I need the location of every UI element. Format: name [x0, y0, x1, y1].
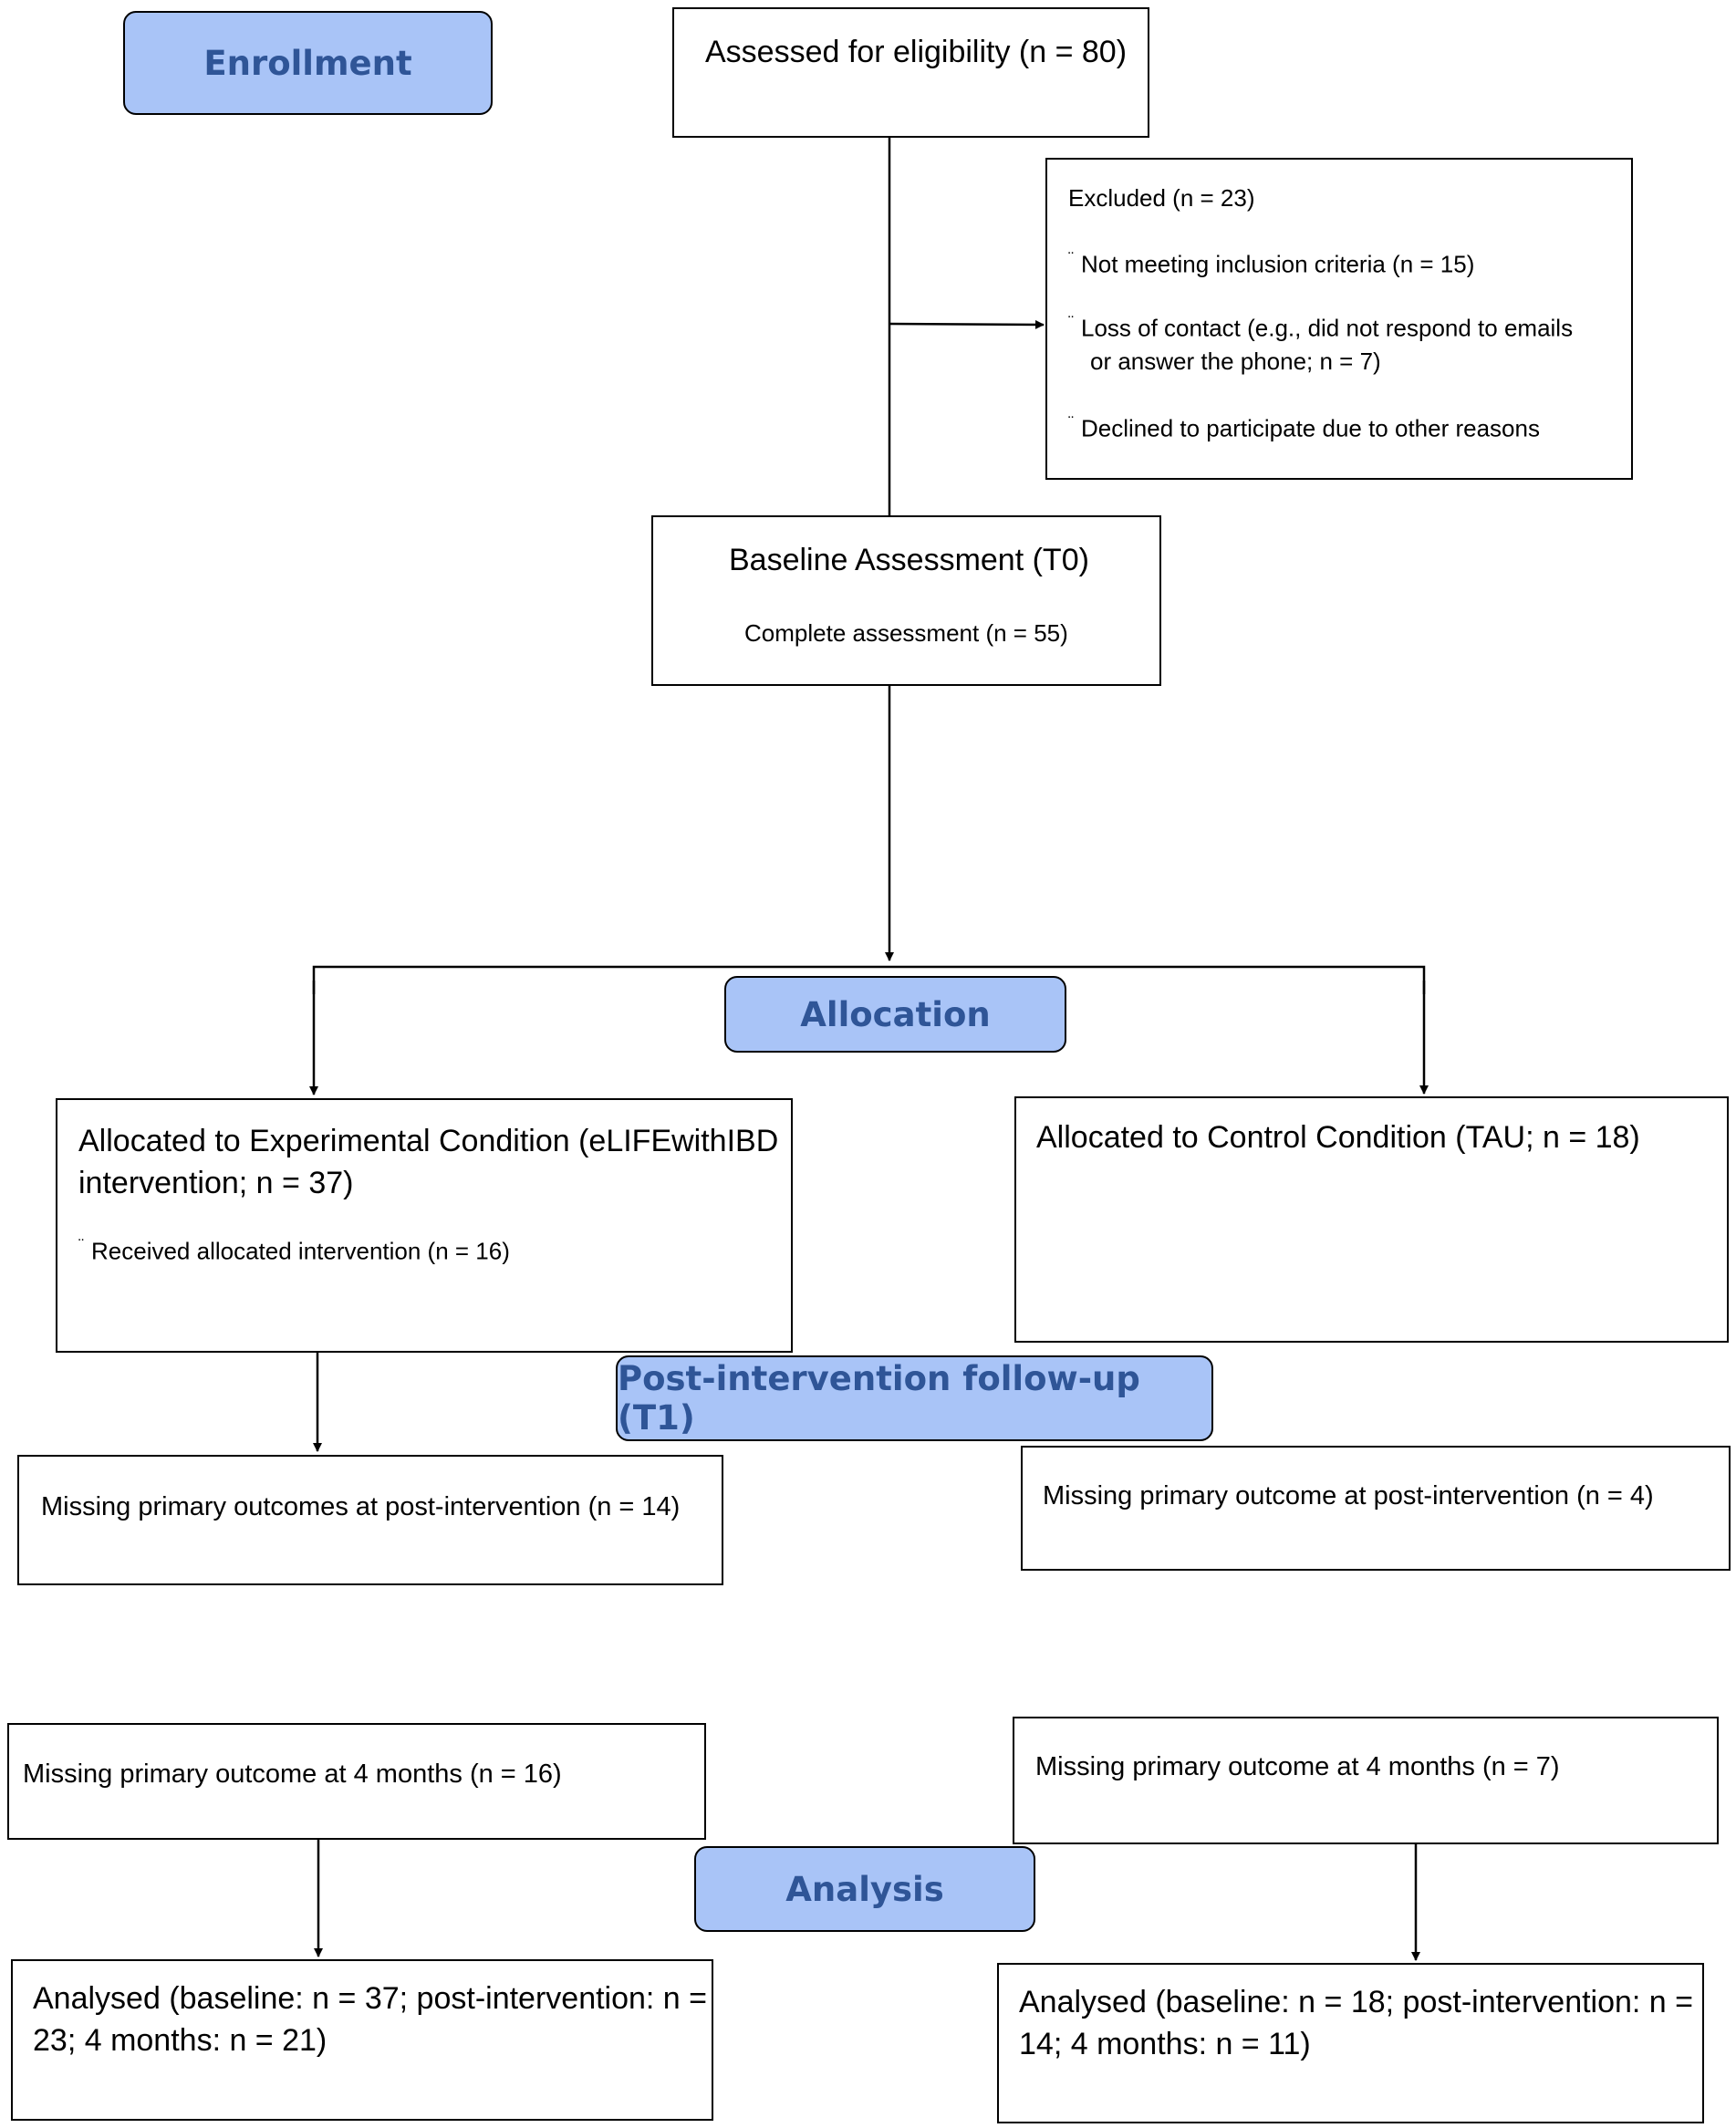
excluded-title: Excluded (n = 23)	[1068, 184, 1255, 212]
stage-enrollment: Enrollment	[123, 11, 493, 115]
arrow-to-excluded	[889, 319, 1045, 329]
control-analysed-box: Analysed (baseline: n = 18; post-interve…	[997, 1963, 1704, 2123]
experimental-analysed-line1: Analysed (baseline: n = 37; post-interve…	[33, 1981, 708, 2016]
bullet-icon: ¨	[1068, 249, 1074, 267]
stage-analysis: Analysis	[694, 1846, 1035, 1932]
bullet-icon: ¨	[1068, 413, 1074, 431]
excluded-item-continued: or answer the phone; n = 7)	[1090, 348, 1381, 375]
excluded-item: ¨Loss of contact (e.g., did not respond …	[1068, 313, 1574, 342]
bullet-icon: ¨	[78, 1236, 84, 1254]
assessed-text: Assessed for eligibility (n = 80)	[705, 35, 1128, 69]
experimental-missing-4m: Missing primary outcome at 4 months (n =…	[23, 1759, 562, 1789]
control-box: Allocated to Control Condition (TAU; n =…	[1014, 1096, 1729, 1343]
experimental-received: ¨Received allocated intervention (n = 16…	[78, 1236, 510, 1265]
control-missing-4m-box: Missing primary outcome at 4 months (n =…	[1013, 1717, 1719, 1844]
experimental-missing-4m-box: Missing primary outcome at 4 months (n =…	[7, 1723, 706, 1840]
stage-followup: Post-intervention follow-up (T1)	[616, 1355, 1213, 1441]
control-missing-post: Missing primary outcome at post-interven…	[1043, 1481, 1654, 1510]
control-missing-4m: Missing primary outcome at 4 months (n =…	[1035, 1752, 1560, 1781]
excluded-item: ¨Declined to participate due to other re…	[1068, 413, 1540, 442]
baseline-title: Baseline Assessment (T0)	[729, 543, 1089, 577]
control-missing-post-box: Missing primary outcome at post-interven…	[1021, 1446, 1731, 1571]
experimental-missing-post-box: Missing primary outcomes at post-interve…	[17, 1455, 723, 1585]
excluded-item: ¨Not meeting inclusion criteria (n = 15)	[1068, 249, 1475, 278]
experimental-box: Allocated to Experimental Condition (eLI…	[56, 1098, 793, 1353]
assessed-box: Assessed for eligibility (n = 80)	[672, 7, 1149, 138]
excluded-box: Excluded (n = 23) ¨Not meeting inclusion…	[1045, 158, 1633, 480]
stage-allocation: Allocation	[724, 976, 1066, 1053]
control-line1: Allocated to Control Condition (TAU; n =…	[1036, 1120, 1640, 1155]
experimental-missing-post: Missing primary outcomes at post-interve…	[41, 1492, 681, 1521]
control-analysed-line1: Analysed (baseline: n = 18; post-interve…	[1019, 1985, 1694, 2019]
experimental-line1: Allocated to Experimental Condition (eLI…	[78, 1124, 779, 1158]
experimental-line2: intervention; n = 37)	[78, 1166, 354, 1200]
baseline-box: Baseline Assessment (T0) Complete assess…	[651, 515, 1161, 686]
bullet-icon: ¨	[1068, 313, 1074, 331]
baseline-sub: Complete assessment (n = 55)	[744, 619, 1068, 647]
experimental-analysed-box: Analysed (baseline: n = 37; post-interve…	[11, 1959, 713, 2121]
control-analysed-line2: 14; 4 months: n = 11)	[1019, 2027, 1311, 2061]
experimental-analysed-line2: 23; 4 months: n = 21)	[33, 2023, 327, 2058]
